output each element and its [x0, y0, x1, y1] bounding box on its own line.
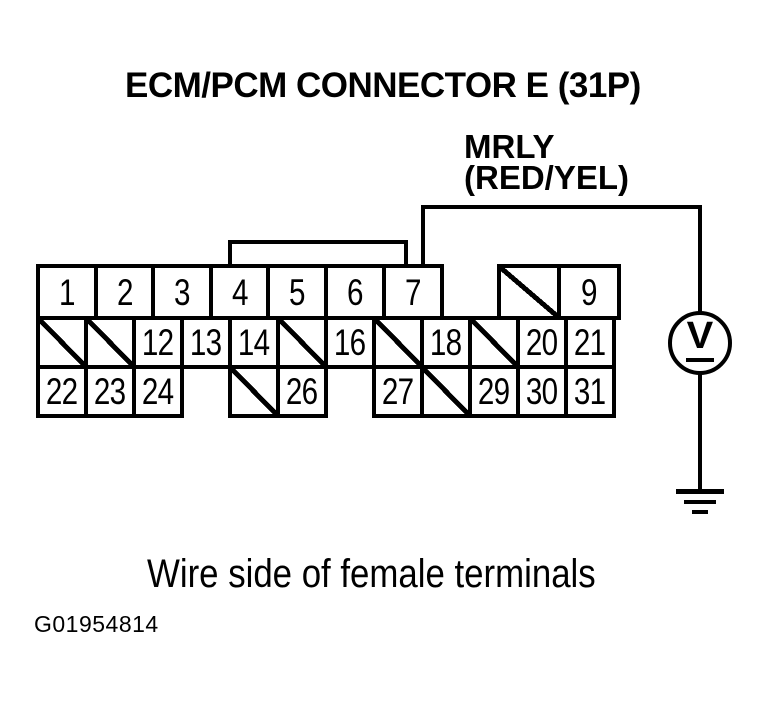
- wire-segment-vertical-meter-top: [698, 205, 702, 313]
- pin-cell-blocked: [36, 316, 88, 369]
- pin-cell-16: 16: [324, 316, 376, 369]
- pin-number: 21: [574, 322, 606, 363]
- pin-cell-31: 31: [564, 365, 616, 418]
- voltmeter-symbol: V: [686, 315, 714, 357]
- ground-bar-short: [692, 510, 708, 514]
- pin-cell-23: 23: [84, 365, 136, 418]
- pin-cell-30: 30: [516, 365, 568, 418]
- pin-number: 14: [238, 322, 270, 363]
- pin-cell-26: 26: [276, 365, 328, 418]
- pin-cell-blocked: [497, 264, 561, 320]
- pin-number: 13: [190, 322, 222, 363]
- pin-cell-9: 9: [557, 264, 621, 320]
- pin-number: 22: [46, 371, 78, 412]
- wire-segment-horizontal: [421, 205, 702, 209]
- voltmeter-underbar: [686, 358, 714, 362]
- pin-cell-18: 18: [420, 316, 472, 369]
- pin-number: 12: [142, 322, 174, 363]
- pin-cell-1: 1: [36, 264, 98, 320]
- connector-key-tab: [228, 240, 408, 268]
- pin-number: 31: [574, 371, 606, 412]
- pin-cell-blocked: [84, 316, 136, 369]
- pin-cell-7: 7: [382, 264, 444, 320]
- ground-bar-long: [676, 489, 724, 494]
- pin-cell-21: 21: [564, 316, 616, 369]
- pin-cell-4: 4: [209, 264, 271, 320]
- pin-number: 26: [286, 371, 318, 412]
- wire-segment-vertical-pin7: [421, 205, 425, 268]
- pin-number: 16: [334, 322, 366, 363]
- pin-cell-27: 27: [372, 365, 424, 418]
- pin-number: 20: [526, 322, 558, 363]
- wire-signal-name: MRLY: [464, 128, 555, 165]
- pin-cell-13: 13: [180, 316, 232, 369]
- pin-cell-6: 6: [324, 264, 386, 320]
- pin-cell-blocked: [420, 365, 472, 418]
- pin-cell-blocked: [228, 365, 280, 418]
- pin-cell-5: 5: [266, 264, 328, 320]
- pin-cell-3: 3: [151, 264, 213, 320]
- pin-number: 5: [289, 271, 305, 313]
- pin-number: 9: [581, 271, 597, 313]
- pin-cell-blocked: [276, 316, 328, 369]
- pin-number: 2: [117, 271, 133, 313]
- pin-number: 30: [526, 371, 558, 412]
- pin-cell-22: 22: [36, 365, 88, 418]
- pin-number: 6: [347, 271, 363, 313]
- pin-number: 23: [94, 371, 126, 412]
- wire-segment-vertical-meter-bottom: [698, 373, 702, 491]
- diagram-caption: Wire side of female terminals: [147, 552, 596, 596]
- ground-bar-medium: [684, 500, 716, 504]
- wire-signal-label: MRLY (RED/YEL): [464, 128, 629, 196]
- pin-cell-20: 20: [516, 316, 568, 369]
- pin-cell-blocked: [372, 316, 424, 369]
- pin-number: 27: [382, 371, 414, 412]
- pin-number: 7: [405, 271, 421, 313]
- diagram-title: ECM/PCM CONNECTOR E (31P): [125, 66, 641, 105]
- pin-cell-12: 12: [132, 316, 184, 369]
- figure-id: G01954814: [34, 611, 159, 637]
- pin-number: 24: [142, 371, 174, 412]
- pin-number: 4: [232, 271, 248, 313]
- voltmeter-icon: V: [668, 311, 732, 375]
- wire-color-code: (RED/YEL): [464, 159, 629, 196]
- pin-cell-24: 24: [132, 365, 184, 418]
- pin-cell-2: 2: [94, 264, 156, 320]
- pin-number: 29: [478, 371, 510, 412]
- pin-cell-blocked: [468, 316, 520, 369]
- pin-number: 3: [174, 271, 190, 313]
- pin-number: 18: [430, 322, 462, 363]
- pin-cell-29: 29: [468, 365, 520, 418]
- pin-cell-14: 14: [228, 316, 280, 369]
- pin-number: 1: [59, 271, 75, 313]
